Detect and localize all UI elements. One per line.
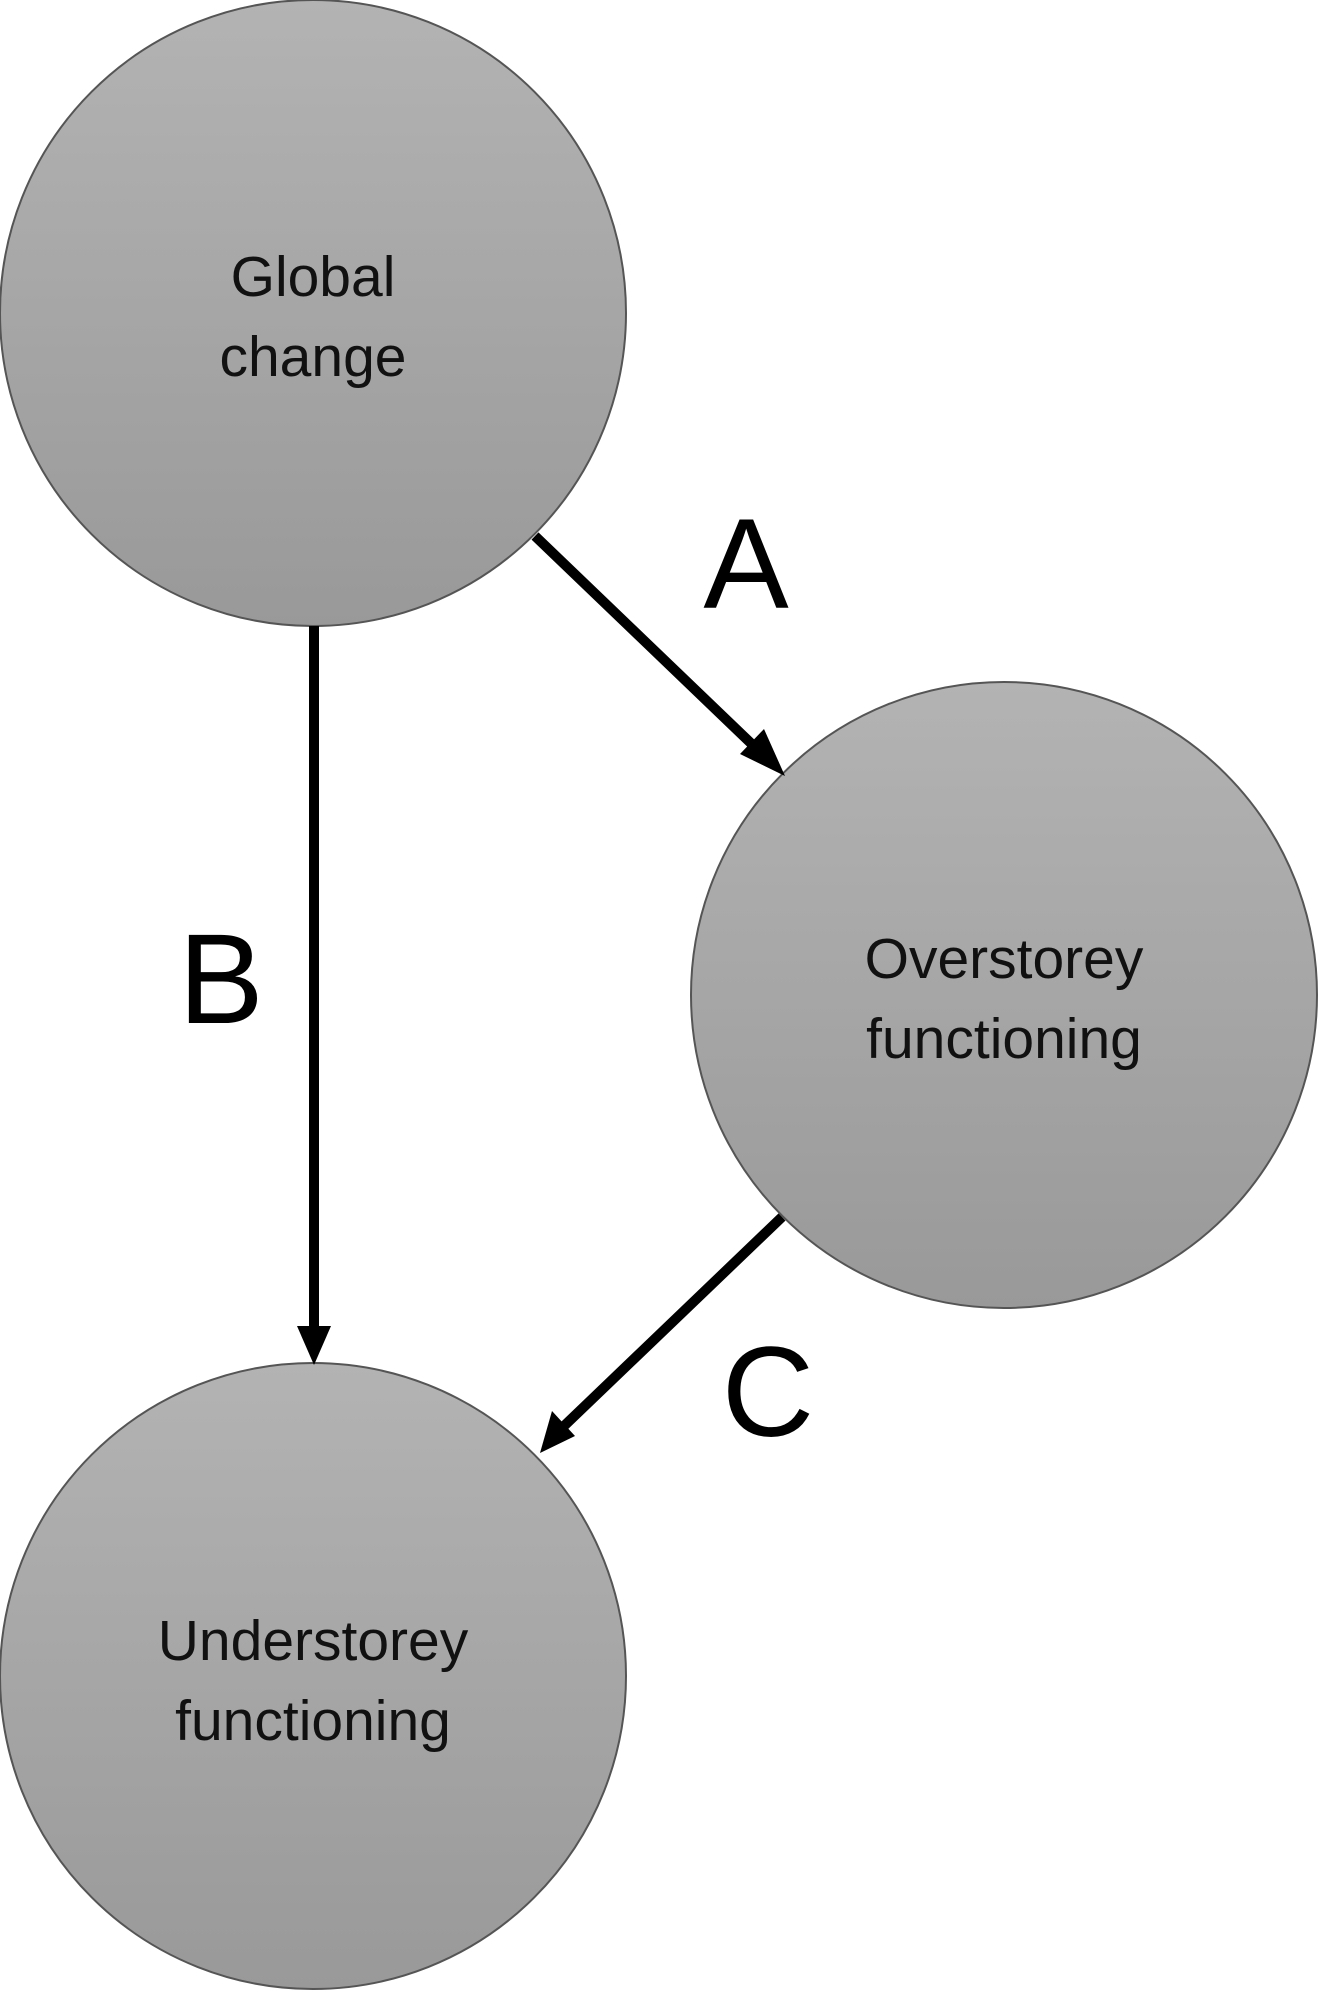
edge-c-arrow [540, 1213, 786, 1453]
node-global-change-circle [0, 0, 627, 627]
edge-a-label: A [703, 493, 789, 636]
node-overstorey-functioning: Overstorey functioning [690, 681, 1318, 1309]
node-understorey-functioning-label-line2: functioning [175, 1689, 451, 1753]
node-understorey-functioning: Understorey functioning [0, 1362, 627, 1990]
edge-c-line [560, 1213, 786, 1430]
edge-a-line [531, 532, 762, 754]
node-global-change: Global change [0, 0, 627, 627]
node-global-change-label-line1: Global [231, 245, 396, 309]
node-global-change-label-line2: change [219, 325, 406, 389]
node-overstorey-functioning-label-line1: Overstorey [865, 927, 1144, 991]
edge-a-arrow [531, 532, 785, 776]
edge-b-arrow [297, 626, 331, 1365]
edge-c-arrowhead [540, 1411, 575, 1453]
node-understorey-functioning-circle [0, 1362, 627, 1990]
node-understorey-functioning-label-line1: Understorey [158, 1609, 469, 1673]
edge-c-label: C [722, 1321, 814, 1464]
node-overstorey-functioning-label-line2: functioning [866, 1007, 1142, 1071]
edge-b-arrowhead [297, 1326, 331, 1365]
edge-b-label: B [178, 908, 263, 1051]
edge-a-arrowhead [740, 729, 785, 776]
node-overstorey-functioning-circle [690, 681, 1318, 1309]
